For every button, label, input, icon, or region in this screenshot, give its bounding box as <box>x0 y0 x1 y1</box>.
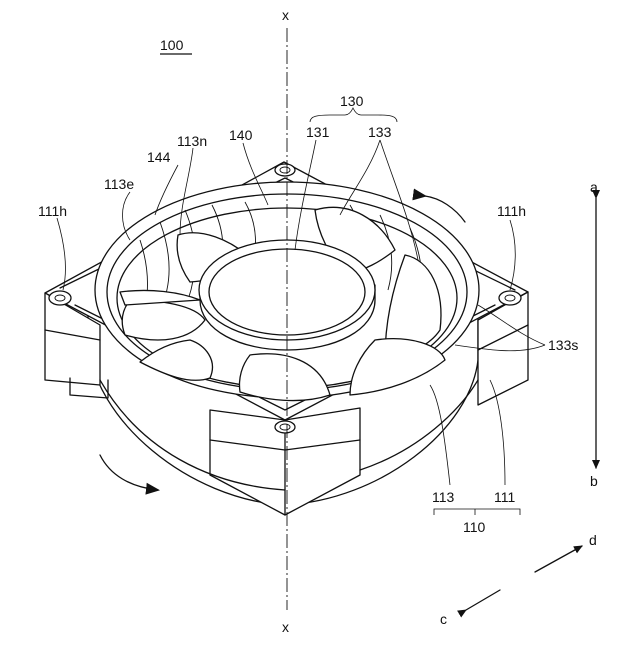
axis-label-bottom: x <box>282 619 289 635</box>
label-113: 113 <box>432 489 455 505</box>
c-arrow <box>466 590 500 610</box>
dir-label-d: d <box>589 532 597 548</box>
d-arrow <box>535 546 582 572</box>
dir-label-c: c <box>440 611 447 627</box>
label-113n: 113n <box>177 133 207 149</box>
rotation-arrow-bottom <box>100 455 158 490</box>
label-113e: 113e <box>104 176 134 192</box>
label-111h-right: 111h <box>497 203 526 219</box>
label-111: 111 <box>494 489 515 505</box>
label-111h-left: 111h <box>38 203 67 219</box>
label-144: 144 <box>147 149 171 165</box>
label-133s: 133s <box>548 337 578 353</box>
label-133: 133 <box>368 124 392 140</box>
label-130: 130 <box>340 93 364 109</box>
label-140: 140 <box>229 127 253 143</box>
dir-label-b: b <box>590 473 598 489</box>
label-110: 110 <box>463 519 486 535</box>
dir-label-a: a <box>590 179 598 195</box>
ref-100: 100 <box>160 37 184 53</box>
label-131: 131 <box>306 124 330 140</box>
direction-indicators <box>466 198 596 610</box>
axis-label-top: x <box>282 7 289 23</box>
